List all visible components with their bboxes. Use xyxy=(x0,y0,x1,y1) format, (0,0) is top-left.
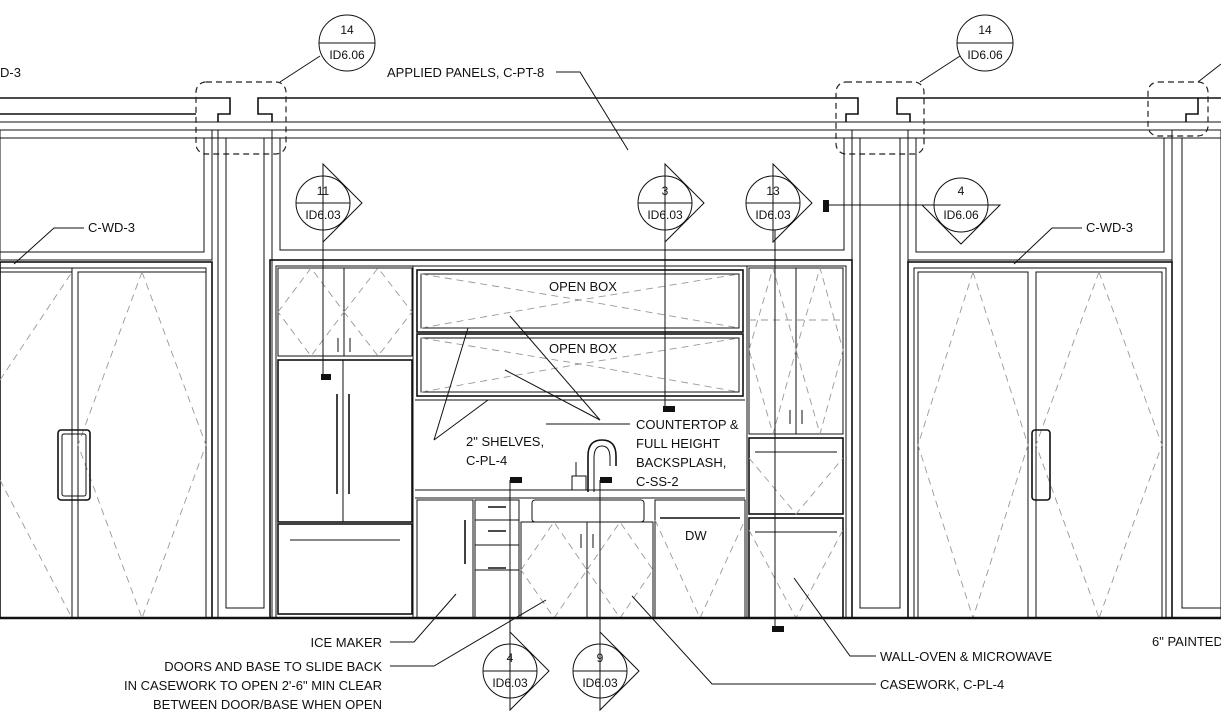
painted-base-label: 6" PAINTED xyxy=(1152,634,1221,649)
callout-section-11: 11 ID6.03 xyxy=(295,162,363,244)
refrigerator xyxy=(277,359,413,615)
callout-detail-14b: 14 ID6.06 xyxy=(956,14,1014,72)
dishwasher-label: DW xyxy=(685,528,707,543)
countertop-label-line-3: BACKSPLASH, xyxy=(636,455,726,470)
doors-label-line-2: IN CASEWORK TO OPEN 2'-6" MIN CLEAR xyxy=(124,678,382,693)
doors-label-line-1: DOORS AND BASE TO SLIDE BACK xyxy=(164,659,382,674)
callout-sheet: ID6.06 xyxy=(943,208,979,222)
ice-maker-label: ICE MAKER xyxy=(310,635,382,650)
shelves-label-line-1: 2" SHELVES, xyxy=(466,434,544,449)
right-glass-doors xyxy=(907,261,1173,619)
faucet xyxy=(571,439,617,492)
section-cut-lines xyxy=(321,200,936,640)
callout-section-4-bottom: 4 ID6.03 xyxy=(482,630,550,712)
callout-number: 11 xyxy=(317,184,330,198)
callout-number: 4 xyxy=(507,651,514,665)
callout-number: 4 xyxy=(958,184,965,198)
left-edge-label: D-3 xyxy=(0,65,21,80)
open-boxes xyxy=(415,269,745,401)
callout-number: 3 xyxy=(662,184,669,198)
open-box-label: OPEN BOX xyxy=(549,341,617,356)
leader-lines xyxy=(13,55,1221,685)
base-cabinets xyxy=(416,499,746,620)
applied-panels-label: APPLIED PANELS, C-PT-8 xyxy=(387,65,544,80)
callout-sheet: ID6.03 xyxy=(492,676,528,690)
callout-number: 14 xyxy=(340,23,354,37)
callout-number: 14 xyxy=(978,23,992,37)
casework-label: CASEWORK, C-PL-4 xyxy=(880,677,1004,692)
c-wd-3-right-label: C-WD-3 xyxy=(1086,220,1133,235)
countertop-label-line-1: COUNTERTOP & xyxy=(636,417,739,432)
left-upper-cabinet xyxy=(277,267,413,357)
callout-section-3: 3 ID6.03 xyxy=(637,162,705,244)
wall-oven-label: WALL-OVEN & MICROWAVE xyxy=(880,649,1052,664)
kitchen-frame xyxy=(269,259,853,619)
tall-cabinet xyxy=(748,266,844,619)
callout-sheet: ID6.03 xyxy=(755,208,791,222)
callout-sheet: ID6.03 xyxy=(647,208,683,222)
callout-detail-14a: 14 ID6.06 xyxy=(318,14,376,72)
countertop-label-line-2: FULL HEIGHT xyxy=(636,436,720,451)
callout-number: 13 xyxy=(766,184,780,198)
left-glass-doors xyxy=(0,261,213,619)
callout-section-4-top: 4 ID6.06 xyxy=(920,177,1002,245)
applied-panels xyxy=(0,129,1173,261)
callout-number: 9 xyxy=(597,651,604,665)
callout-sheet: ID6.06 xyxy=(967,48,1003,62)
callout-sheet: ID6.03 xyxy=(305,208,341,222)
open-box-label: OPEN BOX xyxy=(549,279,617,294)
pilasters xyxy=(217,129,1221,619)
detail-boxes xyxy=(195,81,1209,155)
callout-sheet: ID6.03 xyxy=(582,676,618,690)
countertop-label-line-4: C-SS-2 xyxy=(636,474,679,489)
c-wd-3-left-label: C-WD-3 xyxy=(88,220,135,235)
soffit-cornice xyxy=(0,97,1221,139)
callout-section-13: 13 ID6.03 xyxy=(745,162,813,244)
shelves-label-line-2: C-PL-4 xyxy=(466,453,507,468)
annotations: D-3 APPLIED PANELS, C-PT-8 C-WD-3 C-WD-3… xyxy=(0,65,1221,712)
callout-section-9: 9 ID6.03 xyxy=(572,630,640,712)
callout-sheet: ID6.06 xyxy=(329,48,365,62)
doors-label-line-3: BETWEEN DOOR/BASE WHEN OPEN xyxy=(153,697,382,712)
